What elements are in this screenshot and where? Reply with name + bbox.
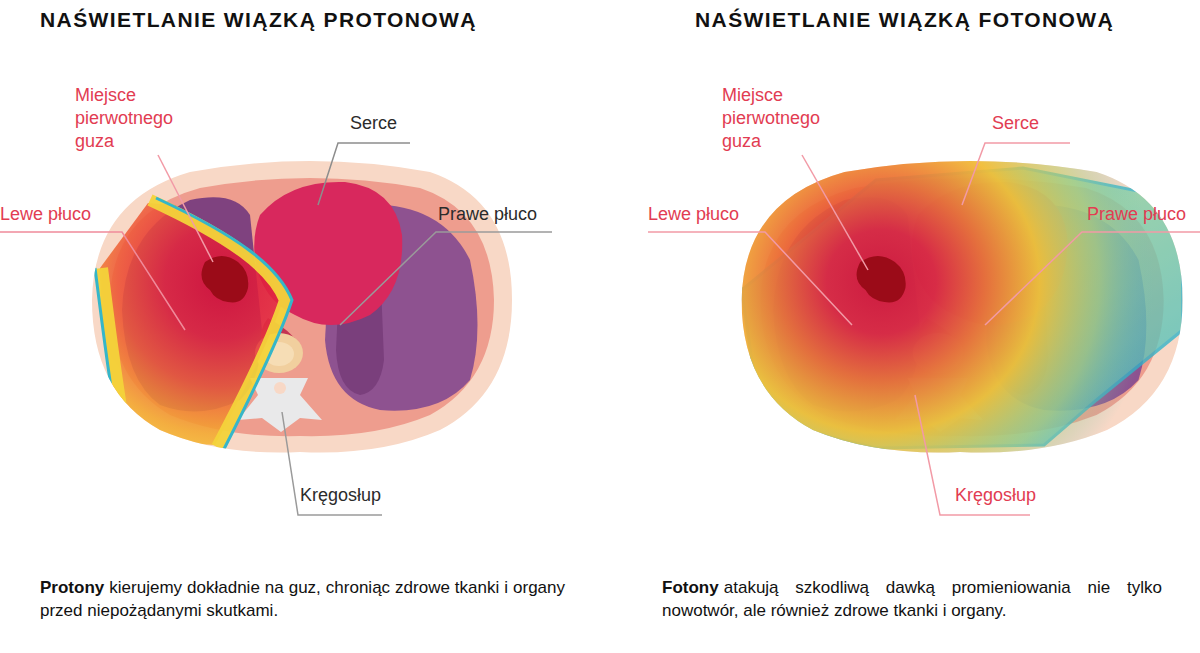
photon-panel bbox=[598, 32, 1183, 532]
organ-label: Serce bbox=[350, 112, 440, 135]
panel-heading: NAŚWIETLANIE WIĄZKĄ FOTONOWĄ bbox=[695, 8, 1114, 31]
leader-line bbox=[962, 143, 1070, 205]
leader-lines bbox=[0, 143, 1200, 515]
proton-dose-edge-outer bbox=[156, 198, 292, 449]
tumor bbox=[201, 256, 248, 302]
leader-line bbox=[802, 155, 868, 270]
organ-label: Prawe płuco bbox=[1087, 203, 1200, 226]
panel-heading: NAŚWIETLANIE WIĄZKĄ PROTONOWĄ bbox=[40, 8, 477, 31]
photon-dose bbox=[598, 32, 1183, 532]
leader-line bbox=[0, 232, 185, 330]
caption-paragraph: Protonykierujemy dokładnie na guz, chron… bbox=[40, 576, 565, 622]
photon-dose-core bbox=[598, 32, 1165, 532]
organ-label: Lewe płuco bbox=[648, 203, 778, 226]
leader-line bbox=[318, 143, 410, 205]
leader-line bbox=[648, 232, 852, 325]
proton-dose-edge bbox=[150, 200, 285, 447]
caption-text: atakują szkodliwą dawką promieniowania n… bbox=[662, 578, 1162, 620]
leader-line bbox=[985, 232, 1200, 325]
leader-line bbox=[158, 155, 213, 262]
organ-label: Kręgosłup bbox=[955, 484, 1075, 507]
organ-label: Serce bbox=[992, 112, 1082, 135]
proton-dose-edge-outer bbox=[95, 268, 120, 442]
caption-text: kierujemy dokładnie na guz, chroniąc zdr… bbox=[40, 578, 565, 620]
caption-paragraph: Fotonyatakują szkodliwą dawką promieniow… bbox=[662, 576, 1162, 622]
organ-label: Kręgosłup bbox=[300, 484, 420, 507]
organ-label: Miejsce pierwotnego guza bbox=[75, 84, 187, 153]
organ-label: Lewe płuco bbox=[0, 203, 130, 226]
organ-label: Prawe płuco bbox=[438, 203, 568, 226]
organ-label: Miejsce pierwotnego guza bbox=[722, 84, 834, 153]
caption-keyword: Protony bbox=[40, 578, 104, 597]
caption-keyword: Fotony bbox=[662, 578, 719, 597]
leader-line bbox=[340, 232, 552, 325]
